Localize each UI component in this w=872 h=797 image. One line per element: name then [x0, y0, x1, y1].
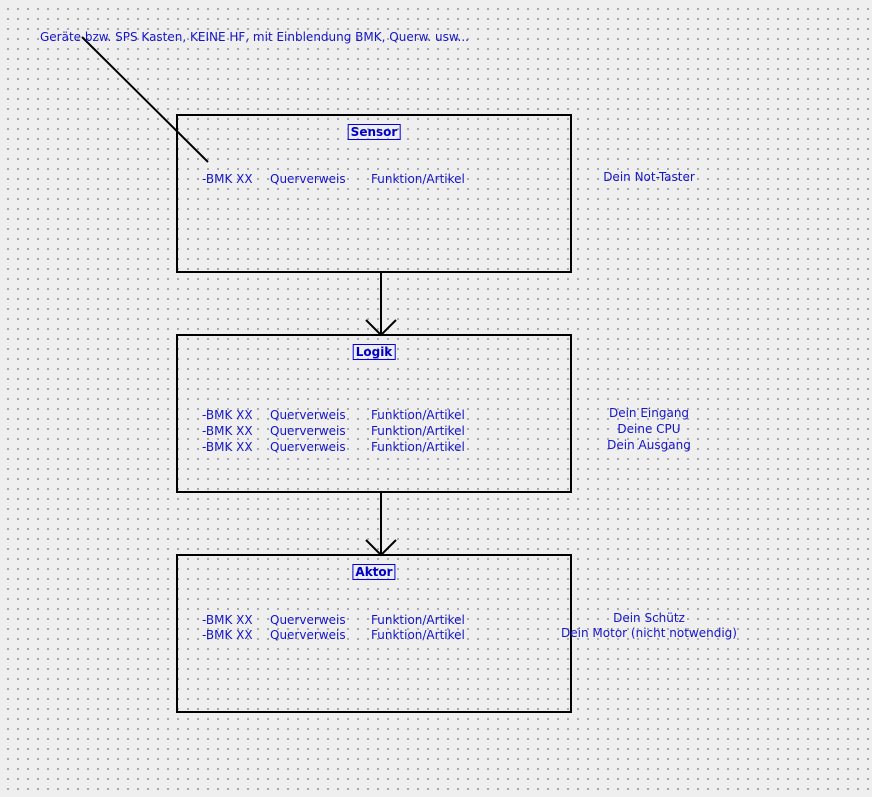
bmk-label: -BMK XX [202, 172, 253, 186]
bmk-label: -BMK XX [202, 408, 253, 422]
sensor-row-1-description: Dein Not-Taster [603, 170, 695, 184]
function-article-label: Funktion/Artikel [371, 408, 465, 422]
bmk-label: -BMK XX [202, 628, 253, 642]
cross-reference-label: Querverweis [270, 408, 346, 422]
cross-reference-label: Querverweis [270, 613, 346, 627]
logik-row-1-description: Dein Eingang [608, 406, 690, 420]
sensor-box-title: Sensor [347, 124, 401, 140]
cross-reference-label: Querverweis [270, 172, 346, 186]
bmk-label: -BMK XX [202, 424, 253, 438]
cross-reference-label: Querverweis [270, 628, 346, 642]
logik-row-2-description: Deine CPU [617, 422, 681, 436]
aktor-row-2-description: Dein Motor (nicht notwendig) [561, 626, 737, 640]
cross-reference-label: Querverweis [270, 440, 346, 454]
bmk-label: -BMK XX [202, 440, 253, 454]
aktor-row-1-description: Dein Schütz [613, 611, 685, 625]
function-article-label: Funktion/Artikel [371, 628, 465, 642]
aktor-box[interactable]: Aktor -BMK XX Querverweis Funktion/Artik… [176, 554, 572, 713]
logik-box[interactable]: Logik -BMK XX Querverweis Funktion/Artik… [176, 334, 572, 493]
note-leader-line [81, 36, 209, 163]
function-article-label: Funktion/Artikel [371, 424, 465, 438]
annotation-note: Geräte bzw. SPS Kasten, KEINE HF, mit Ei… [40, 30, 469, 44]
aktor-box-title: Aktor [352, 564, 396, 580]
function-article-label: Funktion/Artikel [371, 172, 465, 186]
cross-reference-label: Querverweis [270, 424, 346, 438]
bmk-label: -BMK XX [202, 613, 253, 627]
sensor-box[interactable]: Sensor -BMK XX Querverweis Funktion/Arti… [176, 114, 572, 273]
function-article-label: Funktion/Artikel [371, 440, 465, 454]
logik-box-title: Logik [352, 344, 396, 360]
function-article-label: Funktion/Artikel [371, 613, 465, 627]
logik-row-3-description: Dein Ausgang [607, 438, 691, 452]
